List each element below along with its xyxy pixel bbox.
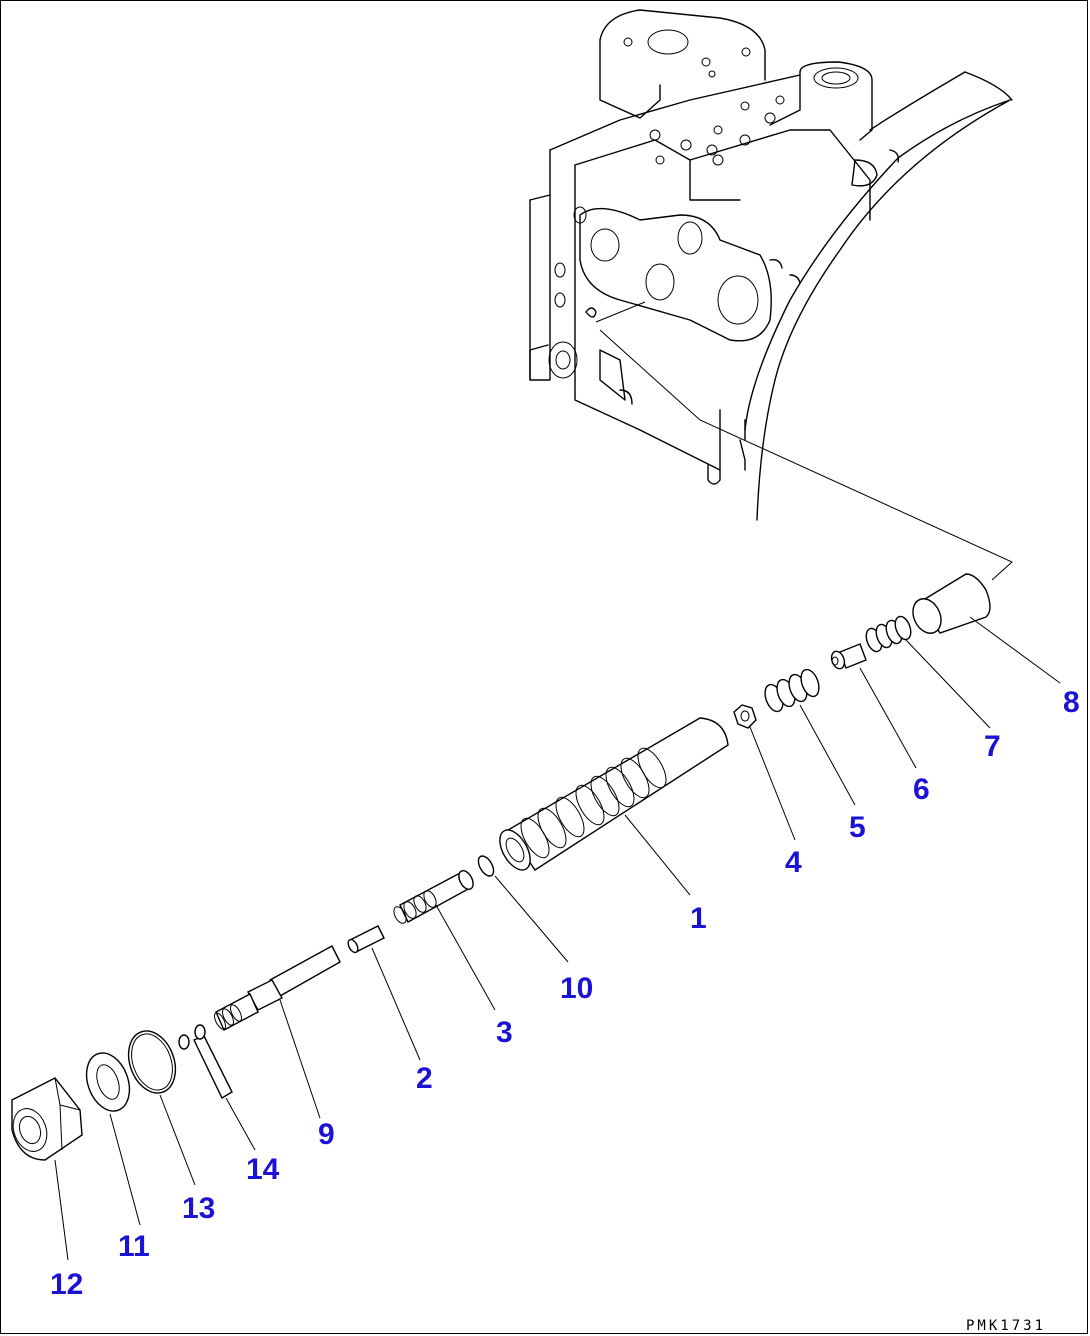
drawing-code: PMK1731 — [966, 1318, 1046, 1334]
callout-8: 8 — [1063, 686, 1080, 719]
part-4-nut — [733, 704, 757, 729]
callout-11: 11 — [118, 1230, 150, 1263]
callout-9: 9 — [318, 1118, 335, 1151]
leader-lines — [54, 616, 1061, 1261]
part-6-plug — [830, 643, 867, 670]
part-14-pin — [178, 1024, 233, 1099]
callout-3: 3 — [496, 1016, 513, 1049]
part-1-valve-body — [499, 717, 729, 871]
callout-2: 2 — [416, 1062, 433, 1095]
callout-12: 12 — [50, 1268, 83, 1301]
callout-14: 14 — [246, 1153, 280, 1186]
callout-1: 1 — [690, 902, 707, 935]
part-10-o-ring — [477, 855, 495, 877]
part-3-spool — [393, 870, 474, 924]
part-5-spring — [764, 668, 820, 713]
part-2-pin — [347, 925, 385, 954]
part-9-shaft — [213, 945, 341, 1031]
transmission-housing — [529, 9, 1013, 521]
assembly-leader-line — [595, 301, 1013, 581]
part-12-nut — [11, 1077, 83, 1161]
part-8-sleeve — [912, 573, 991, 634]
callout-4: 4 — [785, 846, 802, 879]
callout-7: 7 — [984, 730, 1001, 763]
callout-10: 10 — [560, 972, 593, 1005]
part-13-o-ring — [127, 1030, 177, 1094]
callout-labels: 8 7 6 5 4 1 10 3 2 9 14 13 11 12 — [50, 686, 1080, 1301]
part-7-spring — [865, 615, 912, 653]
callout-5: 5 — [849, 811, 866, 844]
callout-6: 6 — [913, 773, 930, 806]
part-11-washer — [85, 1052, 131, 1112]
callout-13: 13 — [182, 1192, 215, 1225]
